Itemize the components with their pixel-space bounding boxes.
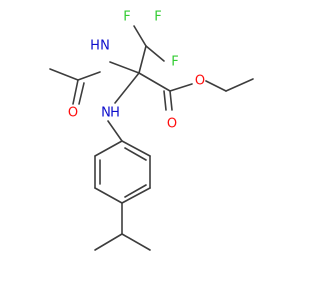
bond-namide-cacyl (77, 71, 101, 81)
atom-ester-o: O (195, 74, 205, 89)
bond-cacyl-oamide-b (78, 82, 85, 105)
atom-amine-h: H (110, 106, 120, 121)
bond-calpha-cester (138, 72, 171, 92)
bond-cacyl-methyl (49, 68, 79, 81)
ring-bond-3 (121, 187, 151, 204)
bond-cf3-f1 (133, 25, 147, 47)
bonds (49, 25, 254, 251)
bond-ch-methyl-right (121, 233, 151, 251)
bond-cester-ocarbonyl-b (163, 90, 167, 111)
atom-labels: F F F H N O N H O O (68, 10, 205, 132)
bond-namine-ring (107, 120, 123, 142)
bond-ch-methyl-left (94, 233, 123, 251)
atom-amide-o: O (68, 106, 78, 121)
structure-svg: F F F H N O N H O O (49, 10, 254, 251)
atom-f1: F (123, 10, 130, 25)
bond-ch2-ch3 (225, 78, 254, 92)
bond-calpha-namine (114, 72, 140, 104)
ring-inner-bond-1 (124, 147, 147, 161)
ring-bond-4 (94, 187, 123, 204)
bond-cester-oester (169, 83, 193, 92)
atom-f3: F (171, 55, 178, 70)
atom-amine-n: N (101, 106, 111, 121)
atom-ester-carbonyl-o: O (167, 117, 177, 132)
ring-inner-bond-2 (124, 184, 147, 198)
bond-cf3-calpha (138, 45, 147, 74)
molecule-structure-diagram: F F F H N O N H O O (49, 10, 254, 251)
atom-amide-n: N (100, 39, 110, 54)
atom-amide-h: H (90, 39, 100, 54)
bond-cf3-f2 (145, 45, 165, 62)
ring-bond-1 (121, 140, 151, 157)
bond-cacyl-oamide-a (72, 79, 79, 105)
atom-f2: F (154, 10, 161, 25)
bond-cester-ocarbonyl-a (169, 90, 173, 111)
bond-oester-ch2 (205, 80, 227, 92)
bond-namide-calpha (109, 61, 140, 74)
ring-bond-6 (94, 140, 123, 157)
